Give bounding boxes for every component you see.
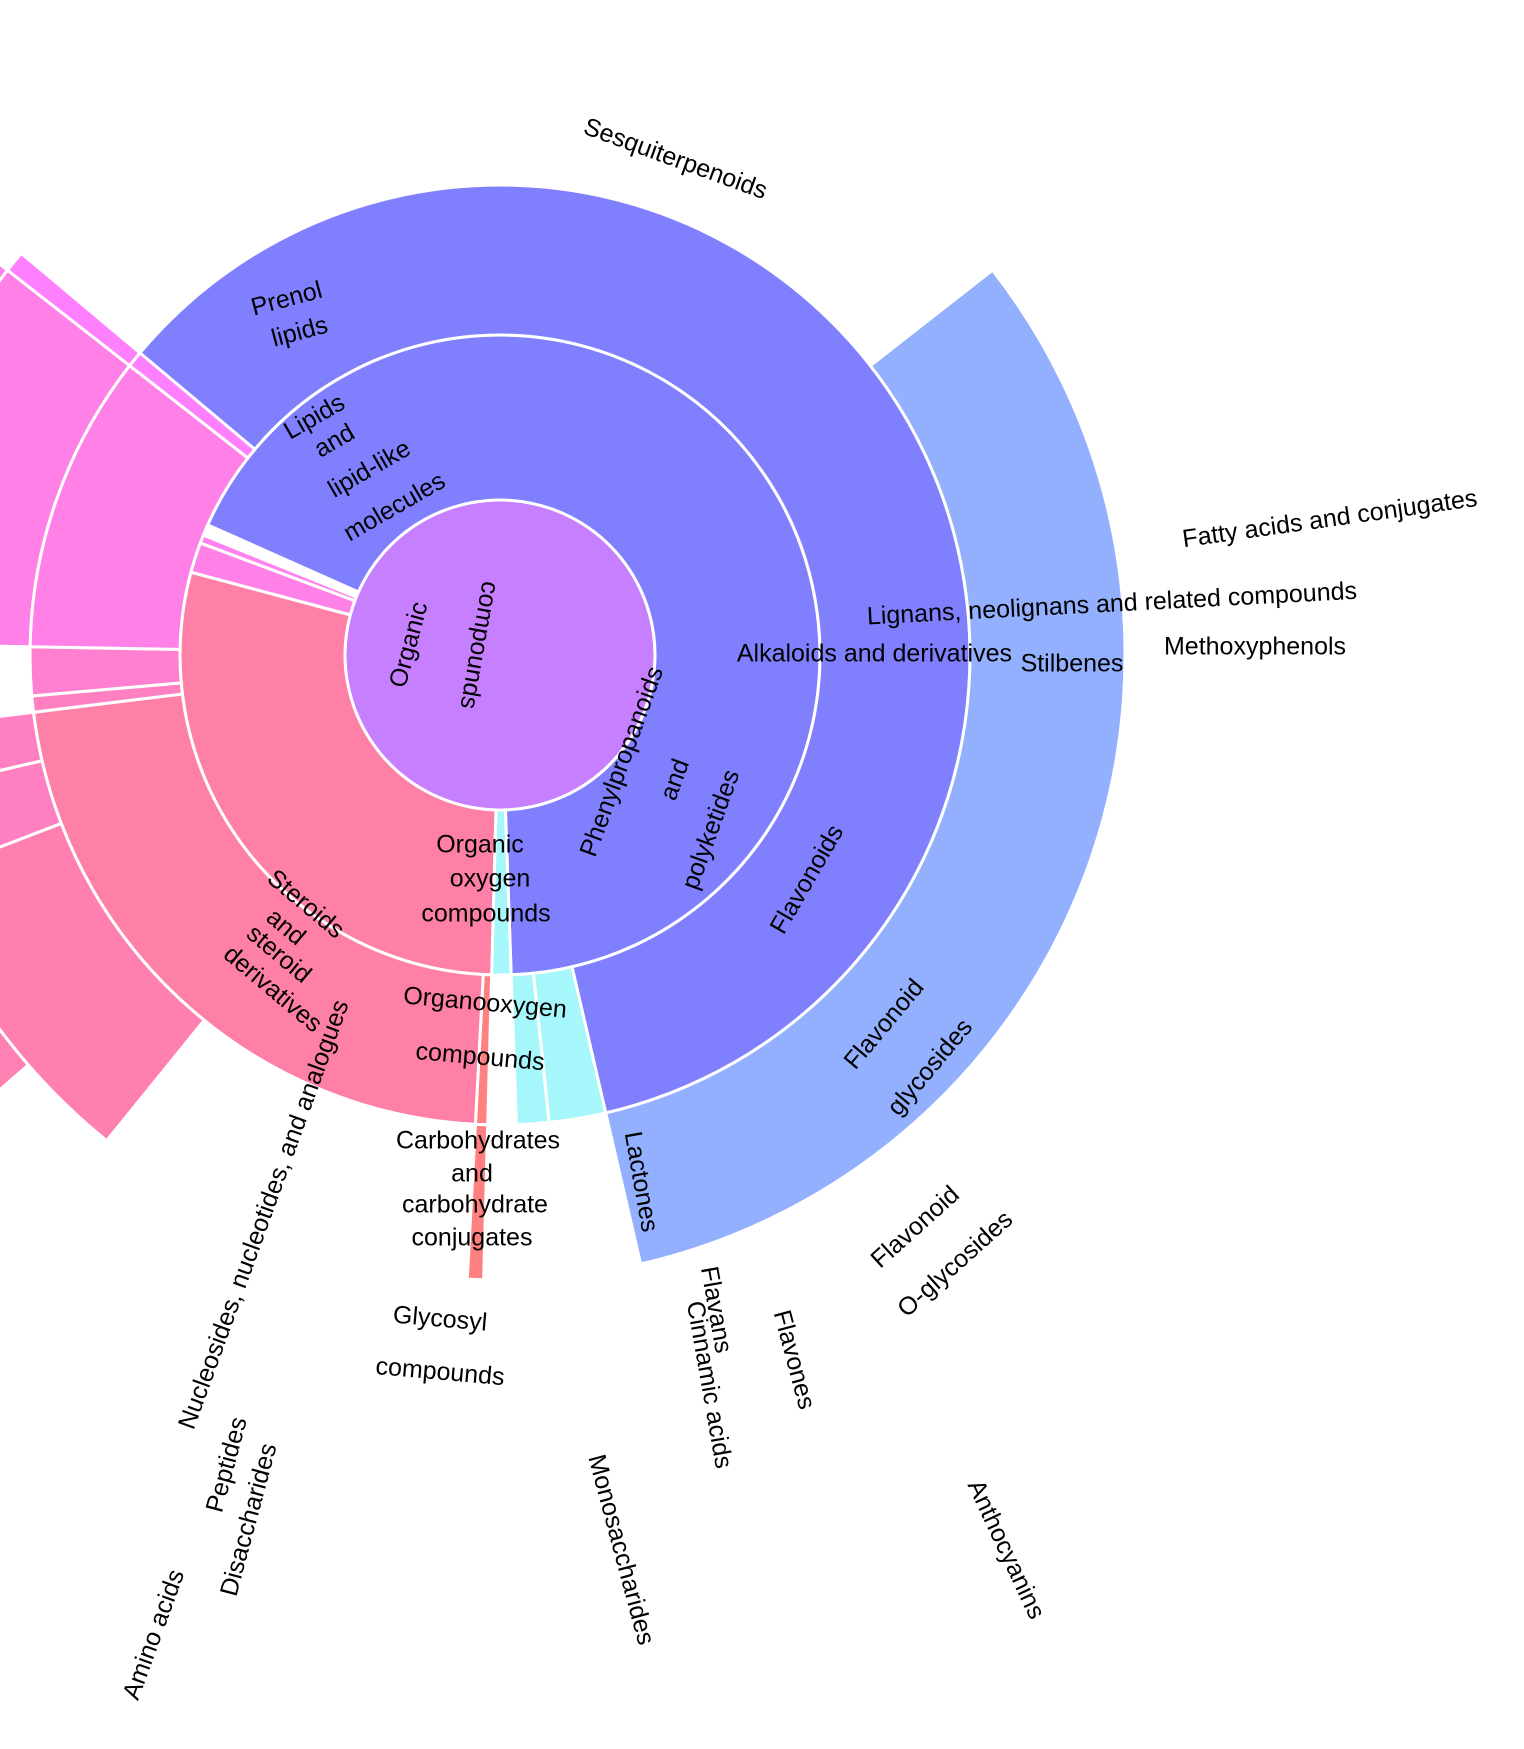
slice-flavones bbox=[0, 758, 64, 849]
slice-disaccharides bbox=[0, 262, 10, 283]
label-carbohydrates-and-carbohydrate-conjugates-line-2: and bbox=[451, 1160, 493, 1188]
label-fatty-acids-and-conjugates: Fatty acids and conjugates bbox=[1181, 484, 1479, 553]
slice-flavonoid-o-glycosides bbox=[0, 1027, 31, 1092]
label-glycosyl-compounds-line-1: Glycosyl bbox=[392, 1301, 489, 1337]
label-anthocyanins: Anthocyanins bbox=[962, 1475, 1051, 1623]
label-amino-acids: Amino acids bbox=[117, 1566, 190, 1704]
label-carbohydrates-and-carbohydrate-conjugates-line-3: carbohydrate bbox=[402, 1191, 548, 1219]
label-organic-oxygen-compounds-line-3: compounds bbox=[421, 900, 550, 928]
label-carbohydrates-and-carbohydrate-conjugates-line-1: Carbohydrates bbox=[396, 1127, 560, 1155]
label-carbohydrates-and-carbohydrate-conjugates-line-4: conjugates bbox=[412, 1224, 533, 1252]
slice-flavans bbox=[0, 710, 44, 772]
label-alkaloids-and-derivatives: Alkaloids and derivatives bbox=[737, 640, 1012, 668]
label-flavones: Flavones bbox=[768, 1307, 821, 1412]
label-stilbenes: Stilbenes bbox=[1021, 650, 1124, 678]
label-methoxyphenols: Methoxyphenols bbox=[1164, 633, 1346, 661]
slice-sesquiterpenoids bbox=[603, 268, 1127, 1266]
label-monosaccharides: Monosaccharides bbox=[582, 1451, 660, 1648]
label-organic-oxygen-compounds-line-2: oxygen bbox=[450, 865, 531, 893]
sunburst-slices bbox=[0, 183, 1127, 1282]
slice-amino-acids bbox=[5, 251, 143, 368]
label-organic-oxygen-compounds-line-1: Organic bbox=[436, 831, 524, 859]
slice-methoxyphenols bbox=[465, 1122, 490, 1282]
slice-lignans-neolignans-and-related-compounds bbox=[509, 971, 551, 1127]
slice-flavonoid-glycosides bbox=[0, 821, 207, 1143]
label-glycosyl-compounds-line-2: compounds bbox=[375, 1352, 506, 1391]
label-sesquiterpenoids: Sesquiterpenoids bbox=[580, 112, 771, 204]
